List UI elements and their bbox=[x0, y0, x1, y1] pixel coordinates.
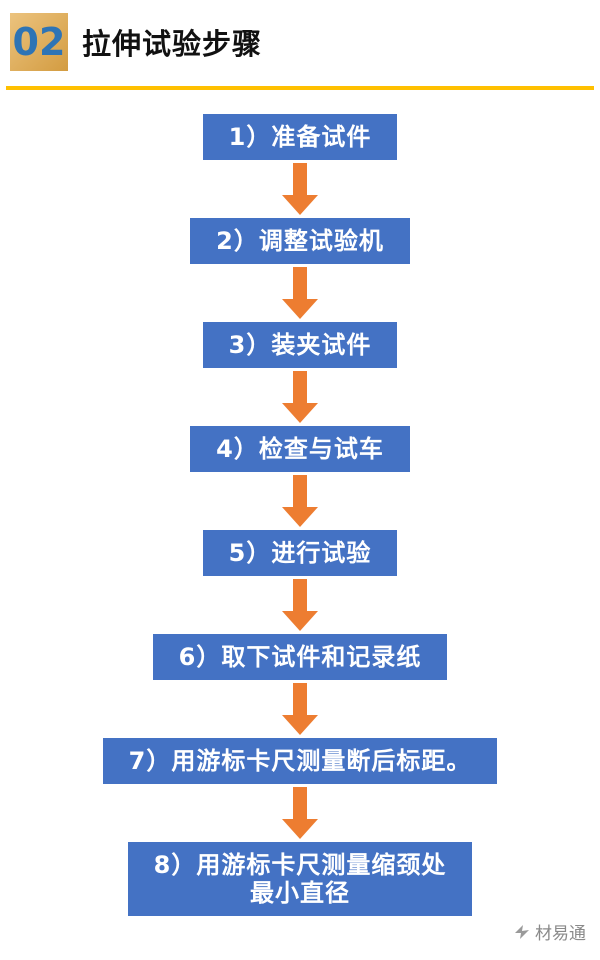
watermark-text: 材易通 bbox=[535, 924, 586, 944]
section-number-badge: 02 bbox=[10, 13, 68, 71]
watermark: 材易通 bbox=[513, 919, 586, 944]
arrow-down-icon bbox=[282, 787, 318, 839]
flow-step-8: 8）用游标卡尺测量缩颈处 最小直径 bbox=[127, 842, 473, 916]
arrow-down-icon bbox=[282, 683, 318, 735]
flow-step-1: 1）准备试件 bbox=[202, 114, 398, 160]
section-number: 02 bbox=[12, 20, 66, 64]
watermark-logo-icon bbox=[513, 923, 531, 941]
arrow-down-icon bbox=[282, 475, 318, 527]
arrow-down-icon bbox=[282, 579, 318, 631]
flow-step-2: 2）调整试验机 bbox=[190, 218, 410, 264]
slide-header: 02 拉伸试验步骤 bbox=[0, 0, 600, 74]
arrow-down-icon bbox=[282, 163, 318, 215]
flow-step-5: 5）进行试验 bbox=[202, 530, 398, 576]
arrow-down-icon bbox=[282, 371, 318, 423]
flow-step-4: 4）检查与试车 bbox=[190, 426, 410, 472]
flow-step-6: 6）取下试件和记录纸 bbox=[152, 634, 448, 680]
arrow-down-icon bbox=[282, 267, 318, 319]
flow-step-7: 7）用游标卡尺测量断后标距。 bbox=[102, 738, 498, 784]
flow-step-3: 3）装夹试件 bbox=[202, 322, 398, 368]
flowchart: 1）准备试件 2）调整试验机 3）装夹试件 4）检查与试车 5）进行试验 6）取… bbox=[0, 114, 600, 916]
header-divider bbox=[6, 86, 594, 90]
page-title: 拉伸试验步骤 bbox=[82, 27, 263, 61]
